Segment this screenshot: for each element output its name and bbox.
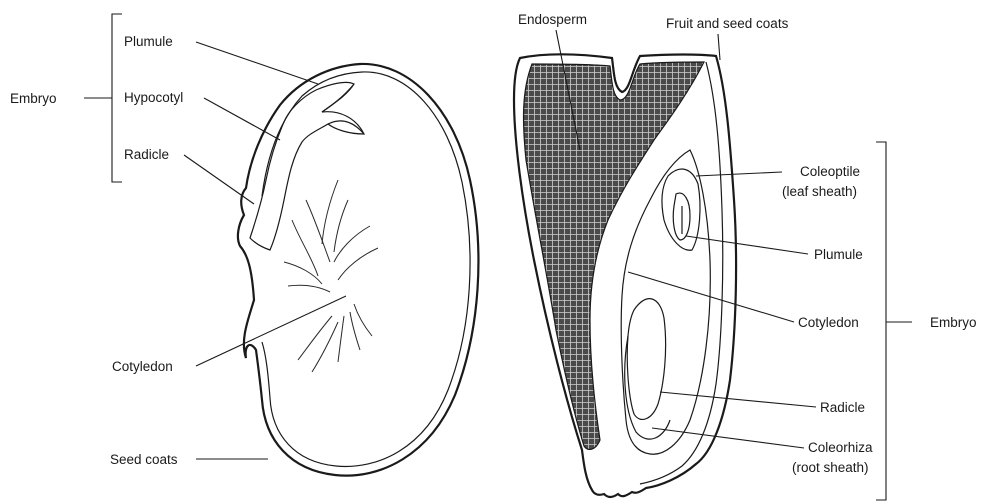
cotyledon-leader-right — [628, 272, 794, 322]
plumule-label-right: Plumule — [814, 247, 863, 262]
cotyledon-label-left: Cotyledon — [112, 359, 173, 374]
embryo-bracket-left — [112, 14, 122, 182]
fruit-seed-coats-label: Fruit and seed coats — [666, 16, 789, 31]
radicle-label-right: Radicle — [820, 400, 865, 415]
embryo-label-left: Embryo — [10, 91, 57, 106]
fruit-seed-coats-leader — [718, 34, 720, 60]
dicot-labels: Embryo Plumule Hypocotyl Radicle Cotyled… — [10, 14, 346, 467]
coleoptile — [662, 169, 700, 250]
coleoptile-leader — [696, 172, 782, 176]
radicle-leader-left — [184, 155, 254, 204]
plumule-leader-right — [686, 236, 808, 254]
embryo-bracket-right — [876, 142, 886, 500]
plumule-leaf — [322, 84, 364, 134]
embryo-label-right: Embryo — [930, 315, 977, 330]
coleorhiza-label-sub: (root sheath) — [792, 460, 869, 475]
dicot-seed — [238, 64, 479, 476]
plumule-label-left: Plumule — [124, 34, 173, 49]
hypocotyl-label: Hypocotyl — [124, 90, 183, 105]
plumule-shape — [673, 193, 690, 240]
coleorhiza-shape — [625, 336, 670, 439]
embryo-body — [621, 150, 710, 454]
coleoptile-label-sub: (leaf sheath) — [782, 184, 857, 199]
coleorhiza-leader — [652, 428, 804, 448]
endosperm-area — [524, 62, 704, 449]
hypocotyl-leader — [204, 98, 280, 140]
radicle-label-left: Radicle — [124, 147, 169, 162]
cotyledon-veins — [284, 180, 378, 372]
seed-coat-inner — [262, 72, 470, 467]
monocot-seed — [514, 54, 736, 497]
plumule-leader-left — [196, 42, 318, 84]
radicle-leader-right — [660, 392, 816, 407]
seed-coats-label: Seed coats — [110, 452, 178, 467]
cotyledon-leader-left — [196, 296, 346, 366]
cotyledon-label-right: Cotyledon — [798, 315, 859, 330]
coleorhiza-label: Coleorhiza — [808, 440, 873, 455]
endosperm-label: Endosperm — [518, 12, 587, 27]
radicle-shape — [627, 299, 665, 420]
coleoptile-label: Coleoptile — [800, 164, 860, 179]
